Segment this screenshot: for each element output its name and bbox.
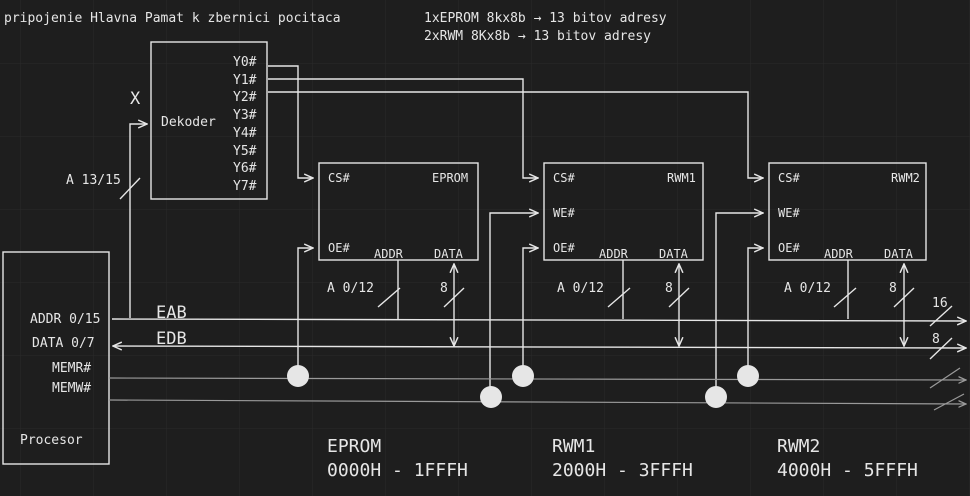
processor-label: Procesor: [20, 433, 83, 448]
range-value-eprom: 0000H - 1FFFH: [327, 460, 468, 481]
eprom-data-bus-label: 8: [440, 281, 448, 296]
rwm1-data-bus-label: 8: [665, 281, 673, 296]
rwm2-oe-junction: [737, 365, 759, 387]
rwm2-addr-width-tick: [833, 287, 857, 308]
range-value-rwm2: 4000H - 5FFFH: [777, 460, 918, 481]
eprom-oe-wire: [297, 248, 313, 376]
eprom-addr-width-tick: [377, 287, 401, 308]
processor-pin-memr: MEMR#: [52, 361, 91, 376]
decoder-output-y3: Y3#: [233, 108, 257, 123]
eprom-name: EPROM: [432, 171, 468, 185]
rwm2-data-bus-label: 8: [889, 281, 897, 296]
edb-width-tick: [929, 337, 953, 360]
range-name-rwm2: RWM2: [777, 436, 820, 457]
decoder-label: Dekoder: [161, 115, 216, 130]
range-name-rwm1: RWM1: [552, 436, 595, 457]
rwm1-cs-label: CS#: [553, 171, 575, 185]
decoder-output-y4: Y4#: [233, 126, 257, 141]
edb-label: EDB: [156, 329, 187, 349]
decoder-output-y7: Y7#: [233, 179, 257, 194]
eprom-oe-label: OE#: [328, 241, 350, 255]
rwm1-we-junction: [480, 386, 502, 408]
processor-block: ADDR 0/15 DATA 0/7 MEMR# MEMW# Procesor: [2, 251, 110, 465]
eprom-data-label: DATA: [434, 247, 464, 261]
rwm1-name: RWM1: [667, 171, 696, 185]
wire-y0-to-eprom-cs: [268, 65, 313, 178]
eab-width-tick: [929, 305, 953, 327]
decoder-x-mark: X: [130, 89, 141, 109]
decoder-output-y6: Y6#: [233, 161, 257, 176]
range-value-rwm1: 2000H - 3FFFH: [552, 460, 693, 481]
diagram-title: pripojenie Hlavna Pamat k zbernici pocit…: [4, 11, 341, 26]
decoder-output-y1: Y1#: [233, 73, 257, 88]
rwm2-oe-wire: [747, 248, 763, 376]
rwm1-we-label: WE#: [553, 206, 575, 220]
decoder-input-line: [129, 124, 147, 318]
range-name-eprom: EPROM: [327, 436, 381, 457]
rwm1-addr-label: ADDR: [599, 247, 629, 261]
header-note-eprom: 1xEPROM 8kx8b → 13 bitov adresy: [424, 11, 667, 26]
rwm2-we-junction: [705, 386, 727, 408]
rwm2-addr-bus-label: A 0/12: [784, 281, 831, 296]
processor-pin-addr: ADDR 0/15: [30, 312, 100, 327]
eprom-cs-label: CS#: [328, 171, 350, 185]
rwm1-data-label: DATA: [659, 247, 689, 261]
rwm2-data-label: DATA: [884, 247, 914, 261]
rwm1-addr-bus-label: A 0/12: [557, 281, 604, 296]
memr-control-line: [108, 378, 966, 380]
wire-y2-to-rwm2-cs: [268, 91, 763, 178]
rwm2-oe-label: OE#: [778, 241, 800, 255]
rwm1-addr-width-tick: [607, 287, 631, 308]
eab-label: EAB: [156, 303, 187, 323]
eprom-addr-label: ADDR: [374, 247, 404, 261]
wire-y1-to-rwm1-cs: [268, 78, 538, 178]
header-note-rwm: 2xRWM 8Kx8b → 13 bitov adresy: [424, 29, 651, 44]
decoder-input-width-tick: [119, 177, 141, 200]
rwm1-oe-label: OE#: [553, 241, 575, 255]
eab-width-label: 16: [932, 296, 948, 311]
memw-control-line: [108, 399, 966, 404]
memw-break-tick: [933, 393, 965, 411]
processor-pin-data: DATA 0/7: [32, 336, 95, 351]
rwm1-we-wire: [489, 213, 538, 397]
memr-break-tick: [929, 367, 961, 389]
chip-eprom: CS# EPROM OE# ADDR DATA: [318, 162, 479, 261]
rwm2-data-width-tick: [893, 287, 915, 308]
rwm1-data-width-tick: [668, 287, 690, 308]
rwm2-name: RWM2: [891, 171, 920, 185]
decoder-output-y5: Y5#: [233, 144, 257, 159]
rwm1-oe-wire: [522, 248, 538, 376]
edb-data-bus: [113, 346, 966, 348]
eab-address-bus: [111, 319, 966, 321]
processor-pin-memw: MEMW#: [52, 381, 91, 396]
rwm2-addr-label: ADDR: [824, 247, 854, 261]
chip-rwm1: CS# RWM1 WE# OE# ADDR DATA: [543, 162, 704, 261]
rwm2-we-wire: [715, 213, 763, 397]
decoder-output-y2: Y2#: [233, 90, 257, 105]
decoder-output-y0: Y0#: [233, 55, 257, 70]
eprom-data-width-tick: [443, 287, 465, 308]
edb-width-label: 8: [932, 332, 940, 347]
decoder-block: Dekoder X Y0# Y1# Y2# Y3# Y4# Y5# Y6# Y7…: [130, 41, 268, 200]
rwm2-we-label: WE#: [778, 206, 800, 220]
rwm1-oe-junction: [512, 365, 534, 387]
eprom-addr-bus-label: A 0/12: [327, 281, 374, 296]
eprom-oe-junction: [287, 365, 309, 387]
rwm2-cs-label: CS#: [778, 171, 800, 185]
decoder-input-label: A 13/15: [66, 173, 121, 188]
